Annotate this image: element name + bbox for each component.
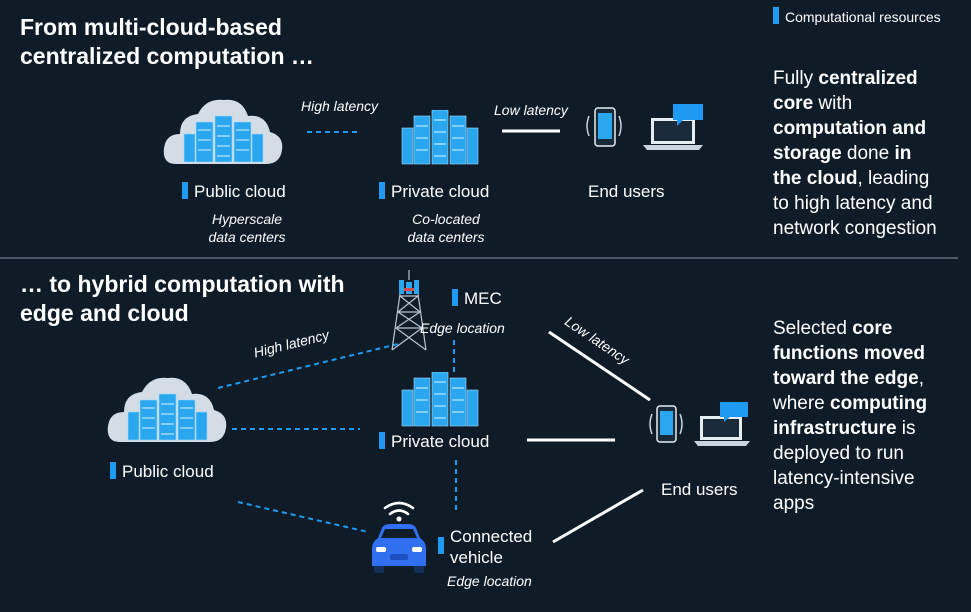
top-private-cloud-label: Private cloud [379,182,489,202]
resource-marker [379,182,385,199]
mec-label: MEC [452,289,502,309]
connected-car-icon [372,501,426,573]
legend-swatch [773,7,779,24]
bottom-heading: … to hybrid computation with edge and cl… [20,270,345,328]
public-to-mec-link [217,343,399,389]
resource-marker [438,537,444,554]
bottom-heading-line1: … to hybrid computation with [20,271,345,297]
private-servers-icon [401,372,479,427]
top-heading: From multi-cloud-based centralized compu… [20,13,314,71]
bottom-side-text: Selected core functions moved toward the… [773,318,928,514]
public-cloud-icon [163,99,283,164]
top-high-latency-label: High latency [301,98,379,114]
top-public-cloud-sub: Hyperscale data centers [208,211,286,245]
legend: Computational resources [773,7,941,25]
top-low-latency-label: Low latency [494,102,568,118]
mec-to-users-link [548,330,651,402]
resource-marker [110,462,116,479]
resource-marker [379,432,385,449]
resource-marker [452,289,458,306]
private-servers-icon [401,110,479,165]
resource-marker [182,182,188,199]
end-user-devices-icon [586,104,703,150]
bottom-private-cloud-label: Private cloud [379,432,489,452]
mec-edge-location: Edge location [420,320,505,336]
public-cloud-icon [107,377,227,442]
bottom-public-cloud-label: Public cloud [110,462,214,482]
top-end-users-label: End users [588,182,665,201]
legend-label: Computational resources [785,9,941,25]
end-user-devices-icon [649,402,750,446]
top-side-text: Fully centralized core with computation … [773,68,937,239]
top-private-cloud-sub: Co-located data centers [407,211,485,245]
top-heading-line1: From multi-cloud-based [20,14,282,40]
cell-tower-icon [391,270,427,351]
top-heading-line2: centralized computation … [20,43,314,69]
bottom-heading-line2: edge and cloud [20,300,189,326]
top-public-cloud-label: Public cloud [182,182,286,202]
public-to-vehicle-link [237,501,369,533]
vehicle-edge-location: Edge location [447,573,532,589]
bottom-end-users-label: End users [661,480,738,499]
vehicle-to-users-link [552,488,644,544]
